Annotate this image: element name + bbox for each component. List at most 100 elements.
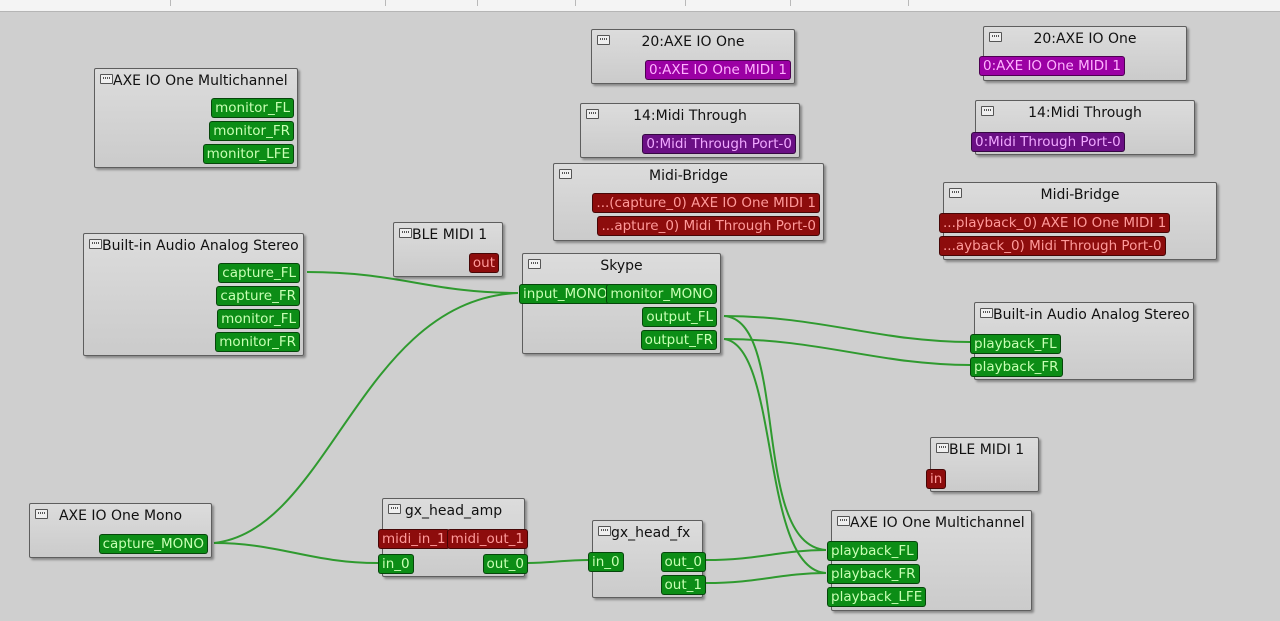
device-icon <box>100 74 113 84</box>
node-axe-io-one-midi-source[interactable]: 20:AXE IO One 0:AXE IO One MIDI 1 <box>591 29 795 84</box>
device-icon <box>399 228 412 238</box>
port-monitor-fl[interactable]: monitor_FL <box>217 309 300 329</box>
port-playback-lfe[interactable]: playback_LFE <box>827 587 927 607</box>
port-bridge-playback-axe[interactable]: ...playback_0) AXE IO One MIDI 1 <box>939 213 1171 233</box>
device-icon <box>559 169 572 179</box>
port-monitor-fl[interactable]: monitor_FL <box>211 98 294 118</box>
node-axe-io-one-midi-sink[interactable]: 20:AXE IO One 0:AXE IO One MIDI 1 <box>979 26 1187 81</box>
node-title: AXE IO One Mono <box>58 508 183 524</box>
device-icon <box>35 509 48 519</box>
port-capture-mono[interactable]: capture_MONO <box>98 534 208 554</box>
device-icon <box>989 32 1002 42</box>
toolbar-separator <box>477 0 478 6</box>
device-icon <box>949 188 962 198</box>
node-ble-midi-output[interactable]: BLE MIDI 1 out <box>393 222 503 277</box>
node-title: AXE IO One Multichannel <box>113 73 288 89</box>
node-title: Built-in Audio Analog Stereo <box>993 307 1190 323</box>
device-icon <box>598 526 611 536</box>
port-playback-fr[interactable]: playback_FR <box>970 357 1063 377</box>
toolbar-separator <box>908 0 909 6</box>
node-builtin-audio-playback[interactable]: Built-in Audio Analog Stereo playback_FL… <box>970 302 1194 380</box>
node-title: gx_head_amp <box>404 503 503 519</box>
node-axe-multichannel-playback[interactable]: AXE IO One Multichannel playback_FL play… <box>827 510 1032 611</box>
node-builtin-audio-capture[interactable]: Built-in Audio Analog Stereo capture_FL … <box>83 233 304 356</box>
port-in-0[interactable]: in_0 <box>588 552 624 572</box>
toolbar-separator <box>385 0 386 6</box>
wire-axe-mono-to-skype-input[interactable] <box>213 292 519 544</box>
port-playback-fr[interactable]: playback_FR <box>827 564 920 584</box>
node-title: 14:Midi Through <box>633 108 747 124</box>
port-playback-fl[interactable]: playback_FL <box>827 541 918 561</box>
port-playback-fl[interactable]: playback_FL <box>970 334 1061 354</box>
wire-gx-fx-out0-to-playback-fl[interactable] <box>705 549 827 561</box>
toolbar-separator <box>575 0 576 6</box>
port-monitor-fr[interactable]: monitor_FR <box>215 332 300 352</box>
node-title: BLE MIDI 1 <box>949 442 1025 458</box>
device-icon <box>597 35 610 45</box>
port-monitor-lfe[interactable]: monitor_LFE <box>202 144 294 164</box>
port-midi-out[interactable]: out <box>468 253 499 273</box>
toolbar-separator <box>170 0 171 6</box>
device-icon <box>89 239 102 249</box>
port-bridge-capture-through[interactable]: ...apture_0) Midi Through Port-0 <box>597 216 820 236</box>
node-title: 14:Midi Through <box>1028 105 1142 121</box>
device-icon <box>528 259 541 269</box>
port-midi-out-1[interactable]: midi_out_1 <box>446 529 528 549</box>
port-bridge-capture-axe[interactable]: ...(capture_0) AXE IO One MIDI 1 <box>592 193 820 213</box>
device-icon <box>981 106 994 116</box>
port-output-fl[interactable]: output_FL <box>642 307 717 327</box>
node-axe-multichannel-capture[interactable]: AXE IO One Multichannel monitor_FL monit… <box>94 68 298 168</box>
toolbar-separator <box>790 0 791 6</box>
node-title: Built-in Audio Analog Stereo <box>102 238 299 254</box>
port-axe-midi-1[interactable]: 0:AXE IO One MIDI 1 <box>644 60 791 80</box>
port-capture-fl[interactable]: capture_FL <box>218 263 300 283</box>
wire-skype-fl-to-axe-multi-fl[interactable] <box>723 315 827 551</box>
wire-capture-fl-to-skype-input[interactable] <box>306 271 519 294</box>
node-ble-midi-input[interactable]: BLE MIDI 1 in <box>926 437 1039 492</box>
port-monitor-fr[interactable]: monitor_FR <box>209 121 294 141</box>
port-midi-in-1[interactable]: midi_in_1 <box>378 529 450 549</box>
node-midi-bridge-playback[interactable]: Midi-Bridge ...playback_0) AXE IO One MI… <box>939 182 1217 260</box>
port-out-0[interactable]: out_0 <box>660 552 706 572</box>
port-midi-through-0[interactable]: 0:Midi Through Port-0 <box>642 134 796 154</box>
port-midi-in[interactable]: in <box>926 469 947 489</box>
node-title: 20:AXE IO One <box>1033 31 1137 47</box>
node-gx-head-fx[interactable]: gx_head_fx in_0 out_0 out_1 <box>588 520 706 598</box>
wire-skype-fr-to-axe-multi-fr[interactable] <box>723 338 827 574</box>
node-title: Midi-Bridge <box>1040 187 1120 203</box>
device-icon <box>980 308 993 318</box>
node-skype[interactable]: Skype input_MONO monitor_MONO output_FL … <box>519 253 721 354</box>
port-monitor-mono[interactable]: monitor_MONO <box>606 284 717 304</box>
node-title: Midi-Bridge <box>649 168 728 184</box>
port-output-fr[interactable]: output_FR <box>640 330 717 350</box>
wire-gx-fx-out1-to-playback-fr[interactable] <box>705 572 827 584</box>
port-axe-midi-1[interactable]: 0:AXE IO One MIDI 1 <box>979 56 1126 76</box>
port-bridge-playback-through[interactable]: ...ayback_0) Midi Through Port-0 <box>939 236 1166 256</box>
port-input-mono[interactable]: input_MONO <box>519 284 612 304</box>
port-out-0[interactable]: out_0 <box>482 554 528 574</box>
wire-skype-fl-to-builtin-fl[interactable] <box>723 315 971 343</box>
node-title: Skype <box>600 258 643 274</box>
node-axe-io-one-mono[interactable]: AXE IO One Mono capture_MONO <box>29 503 212 558</box>
wire-skype-fr-to-builtin-fr[interactable] <box>723 338 971 366</box>
port-in-0[interactable]: in_0 <box>378 554 414 574</box>
node-gx-head-amp[interactable]: gx_head_amp midi_in_1 midi_out_1 in_0 ou… <box>378 498 528 577</box>
node-title: gx_head_fx <box>611 525 691 541</box>
node-title: AXE IO One Multichannel <box>850 515 1025 531</box>
node-midi-bridge-capture[interactable]: Midi-Bridge ...(capture_0) AXE IO One MI… <box>553 163 824 241</box>
node-title: 20:AXE IO One <box>641 34 745 50</box>
top-toolbar-strip <box>0 0 1280 12</box>
port-capture-fr[interactable]: capture_FR <box>216 286 300 306</box>
node-midi-through-sink[interactable]: 14:Midi Through 0:Midi Through Port-0 <box>971 100 1195 155</box>
node-midi-through-source[interactable]: 14:Midi Through 0:Midi Through Port-0 <box>580 103 800 158</box>
node-title: BLE MIDI 1 <box>412 227 488 243</box>
wire-axe-mono-to-gx-amp-in[interactable] <box>213 542 379 564</box>
port-midi-through-0[interactable]: 0:Midi Through Port-0 <box>971 132 1125 152</box>
device-icon <box>388 504 401 514</box>
port-out-1[interactable]: out_1 <box>660 575 706 595</box>
toolbar-separator <box>685 0 686 6</box>
device-icon <box>936 443 949 453</box>
wire-gx-amp-out-to-gx-fx-in[interactable] <box>527 559 590 564</box>
device-icon <box>837 516 850 526</box>
